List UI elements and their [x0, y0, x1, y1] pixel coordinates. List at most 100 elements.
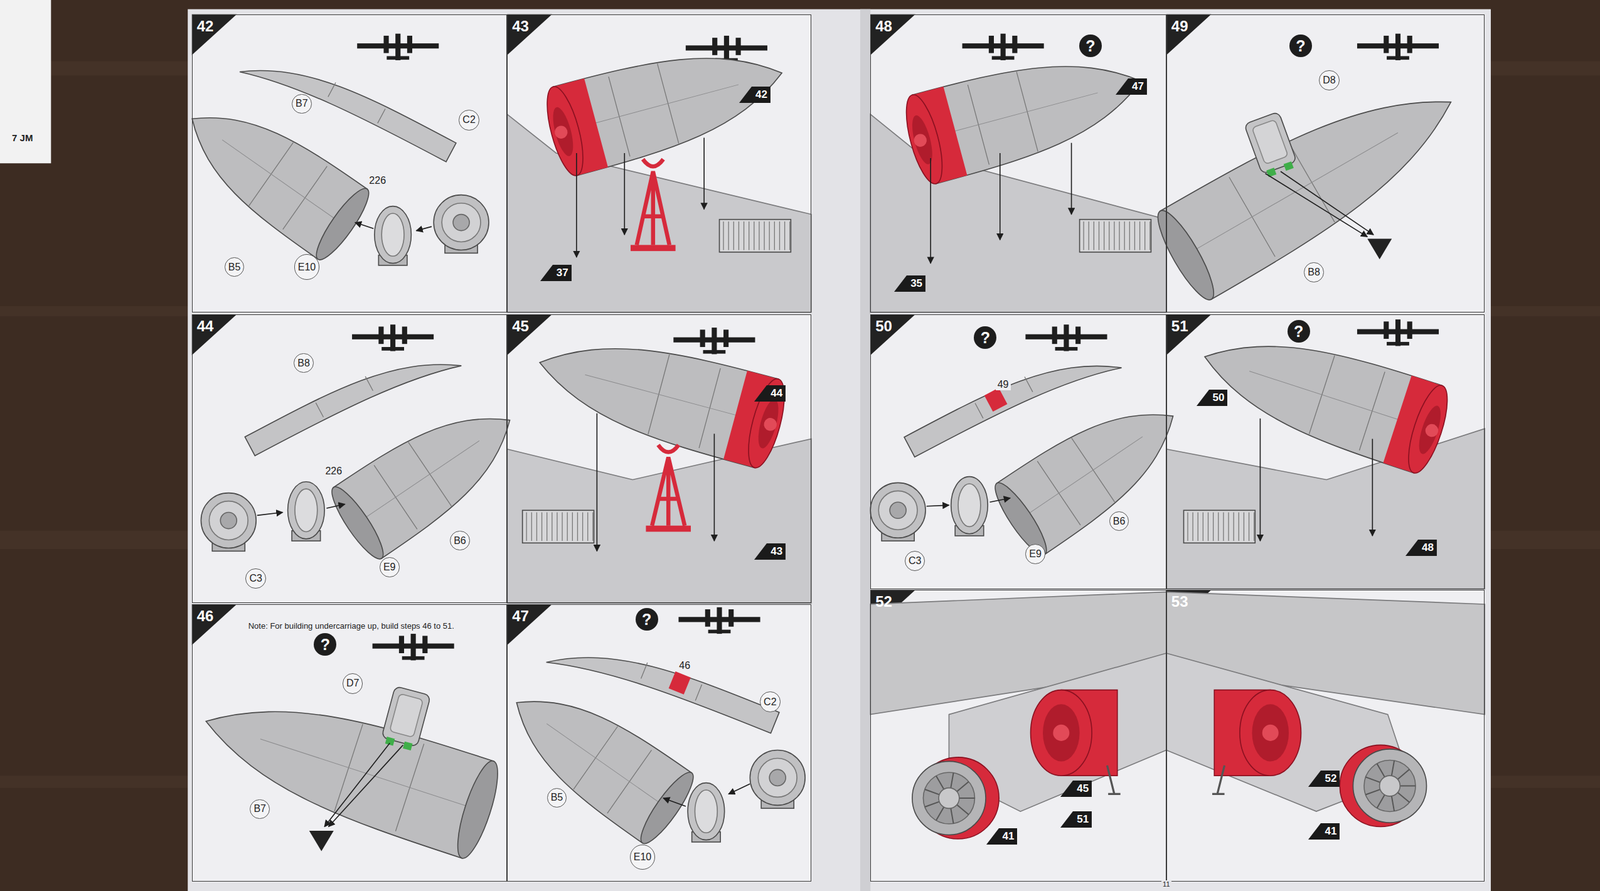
part-number: 226	[367, 175, 388, 187]
drawing-part	[402, 326, 408, 345]
drawing-part	[912, 37, 1153, 184]
drawing-part	[1423, 422, 1440, 439]
tag-number: 46	[677, 660, 693, 672]
step-number: 44	[197, 316, 223, 337]
drawing-part	[1020, 436, 1143, 519]
margin-note: 7 JM	[10, 132, 34, 144]
drawing-part	[694, 789, 718, 833]
step-panel: 44B8C3E9B6	[192, 314, 508, 603]
engine-disc	[200, 493, 256, 552]
assembly-arrow	[257, 512, 283, 516]
drawing-part	[749, 750, 806, 806]
step-callout: 48	[1405, 539, 1437, 556]
drawing-part	[936, 775, 944, 789]
step-number: 52	[875, 591, 901, 612]
step-number: 47	[512, 606, 538, 627]
part-number: E10	[633, 851, 652, 863]
callout-number: 42	[755, 88, 771, 102]
step-corner	[870, 314, 916, 356]
panel-ground	[506, 14, 812, 313]
step-callout: 35	[894, 275, 926, 292]
step-number: 50	[875, 316, 901, 337]
drawing-part	[549, 105, 578, 159]
nacelle	[539, 28, 794, 180]
aircraft-icon	[1025, 324, 1107, 351]
part-number: E9	[383, 561, 396, 573]
drawing-part	[441, 203, 481, 243]
drawing-part	[1407, 321, 1413, 339]
drawing-part	[1243, 512, 1245, 542]
nacelle	[190, 672, 506, 863]
part-label: C3	[245, 568, 266, 589]
nacelle	[988, 380, 1198, 561]
drawing-part	[587, 512, 588, 542]
drawing-part	[645, 525, 691, 533]
drawing-part	[757, 758, 797, 798]
gear-door	[1244, 111, 1299, 179]
part-label: D7	[342, 673, 363, 694]
part-number: B5	[228, 261, 241, 273]
callout-fill	[1115, 78, 1147, 95]
drawing-part	[1212, 512, 1214, 542]
drawing-part	[774, 221, 775, 251]
part-label: E10	[294, 254, 320, 280]
drawing-part	[956, 805, 969, 816]
step-callout: 42	[739, 86, 771, 103]
part-label: B7	[291, 94, 312, 115]
part-number: C2	[763, 696, 777, 708]
callout-fill	[1308, 823, 1340, 840]
drawing-part	[1379, 775, 1401, 797]
step-callout: 41	[986, 828, 1018, 845]
step-panel: 48?4735	[870, 14, 1167, 313]
drawing-part	[1192, 512, 1193, 542]
drawing-part	[1183, 510, 1255, 543]
step-number: 46	[197, 606, 223, 627]
callout-fill	[986, 828, 1018, 845]
right-page	[866, 9, 1491, 891]
question-mark: ?	[980, 328, 991, 347]
drawing-part	[769, 769, 786, 786]
drawing-part	[546, 512, 548, 542]
drawing-part	[389, 693, 424, 738]
drawing-part	[922, 772, 975, 824]
drawing-part	[1160, 57, 1477, 300]
assembly-arrow	[1071, 143, 1073, 215]
drawing-part	[712, 37, 718, 56]
drawing-part	[754, 397, 783, 450]
gear-leg	[1212, 765, 1225, 795]
drawing-part	[374, 206, 412, 264]
drawing-part	[743, 221, 745, 251]
drawing-part	[741, 375, 792, 472]
drawing-part	[1030, 690, 1093, 777]
drawing-part	[975, 402, 984, 418]
drawing-part	[536, 512, 538, 542]
drawing-part	[1190, 313, 1442, 474]
drawing-part	[1233, 512, 1235, 542]
step-number: 48	[875, 16, 901, 37]
drawing-part	[1118, 221, 1120, 251]
assembly-arrow	[324, 742, 390, 827]
cowl-ring	[687, 783, 725, 843]
drawing-part	[959, 797, 976, 799]
drawing-part	[878, 490, 918, 530]
drawing-part	[1253, 512, 1255, 542]
drawing-part	[722, 221, 724, 251]
callout-fill	[754, 385, 786, 402]
drawing-part	[1082, 221, 1084, 251]
callout-number: 44	[770, 387, 786, 400]
callout-number: 45	[1076, 782, 1092, 795]
step-corner	[506, 604, 553, 646]
part-number: B5	[550, 791, 564, 804]
drawing-part	[924, 801, 940, 807]
drawing-part	[950, 773, 954, 789]
drawing-part	[407, 35, 413, 54]
drawing-part	[399, 635, 405, 654]
drawing-part	[719, 219, 792, 253]
callout-fill	[754, 543, 786, 560]
drawing-part	[636, 171, 670, 245]
step-panel: 454443	[506, 314, 812, 603]
drawing-part	[1217, 512, 1219, 542]
part-label: B6	[449, 530, 470, 551]
note-text: Note: For building undercarriage up, bui…	[248, 621, 503, 632]
assembly-arrow	[929, 158, 932, 264]
